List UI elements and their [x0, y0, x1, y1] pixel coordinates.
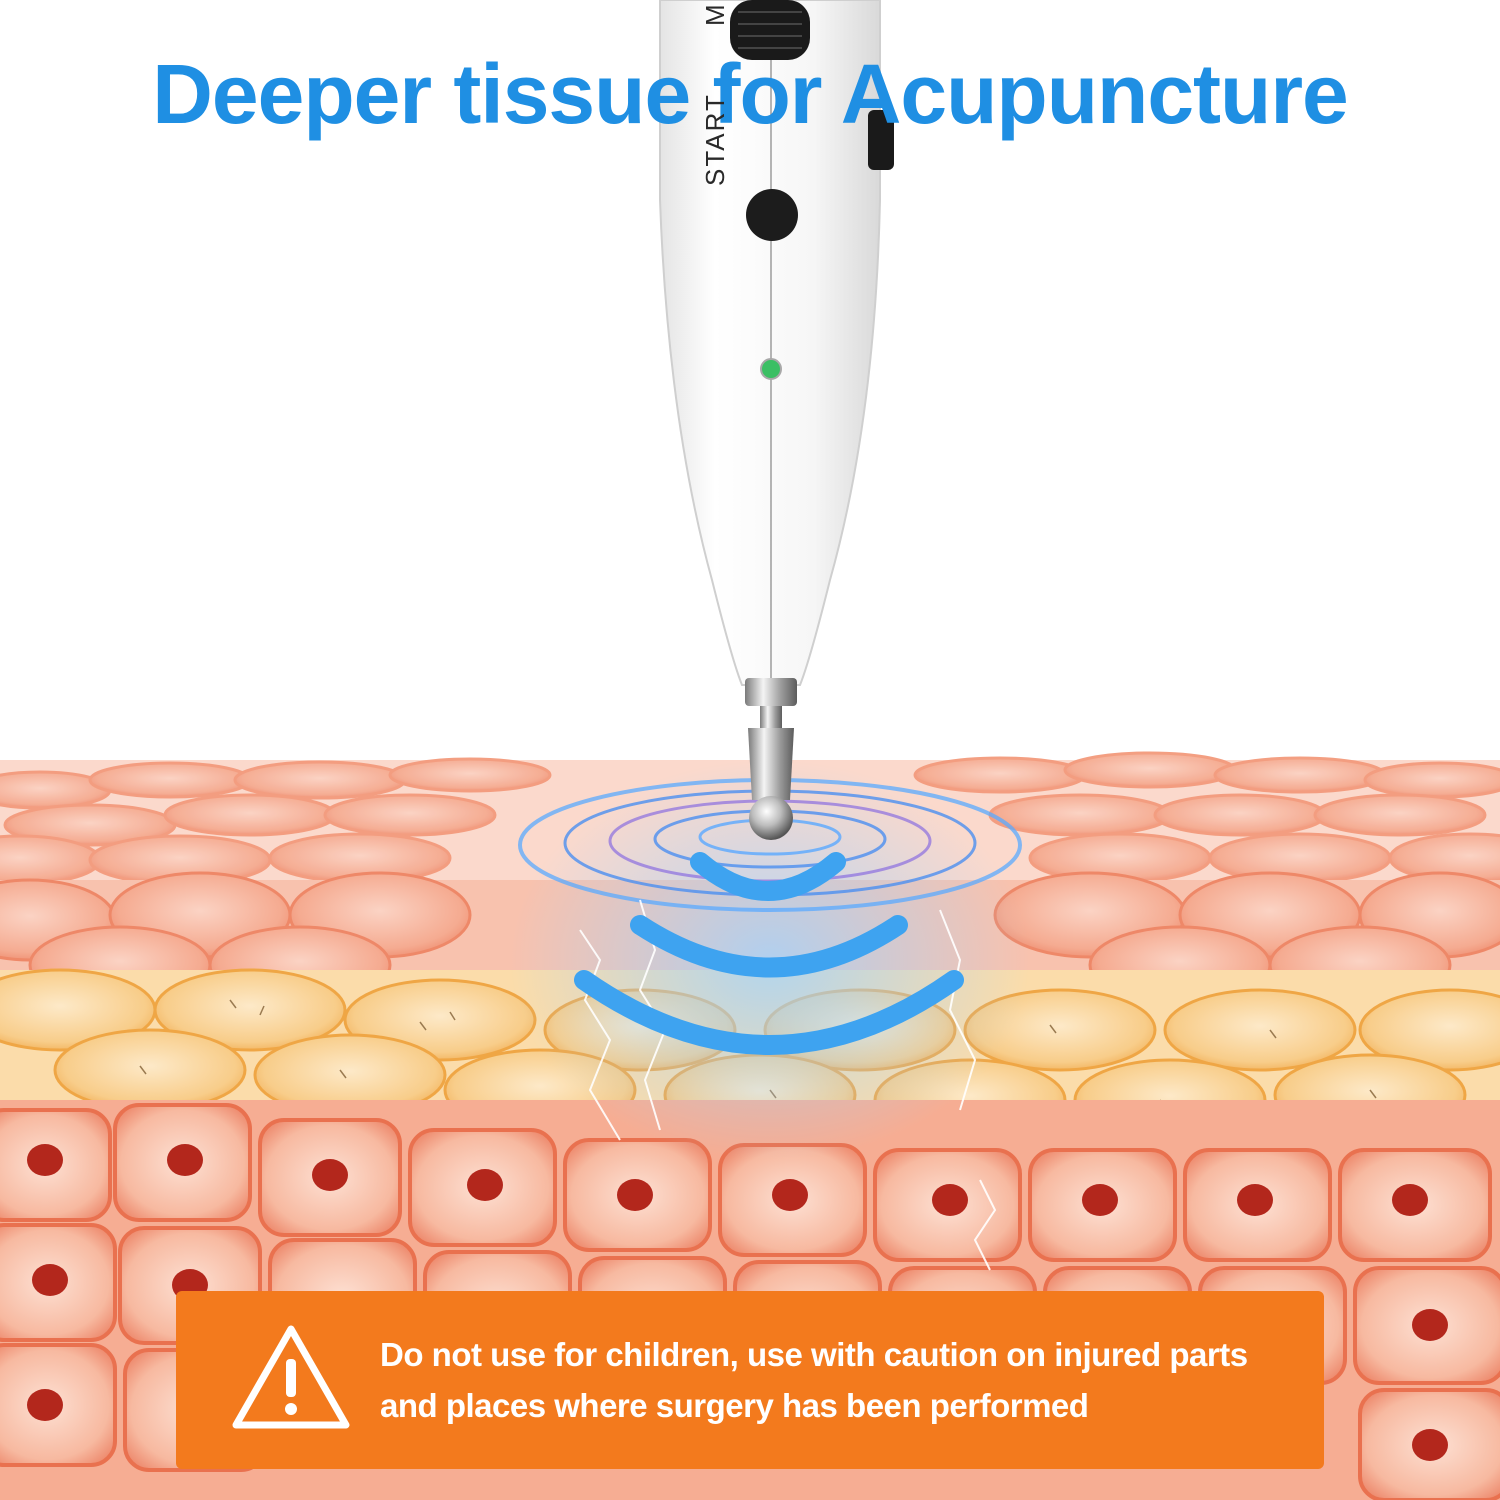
start-button[interactable]	[746, 189, 798, 241]
warning-banner: Do not use for children, use with cautio…	[176, 1291, 1324, 1469]
pulse-arcs	[574, 852, 964, 1055]
start-button-label: START	[700, 93, 730, 186]
warning-triangle-icon	[232, 1325, 350, 1429]
acupuncture-pen	[659, 0, 894, 840]
indicator-led	[760, 358, 782, 380]
headline: Deeper tissue for Acupuncture	[152, 47, 1348, 141]
warning-line-1: Do not use for children, use with cautio…	[380, 1336, 1248, 1373]
warning-message: Do not use for children, use with cautio…	[380, 1329, 1300, 1431]
warning-line-2: and places where surgery has been perfor…	[380, 1387, 1089, 1424]
mode-button-label: M	[700, 4, 730, 26]
